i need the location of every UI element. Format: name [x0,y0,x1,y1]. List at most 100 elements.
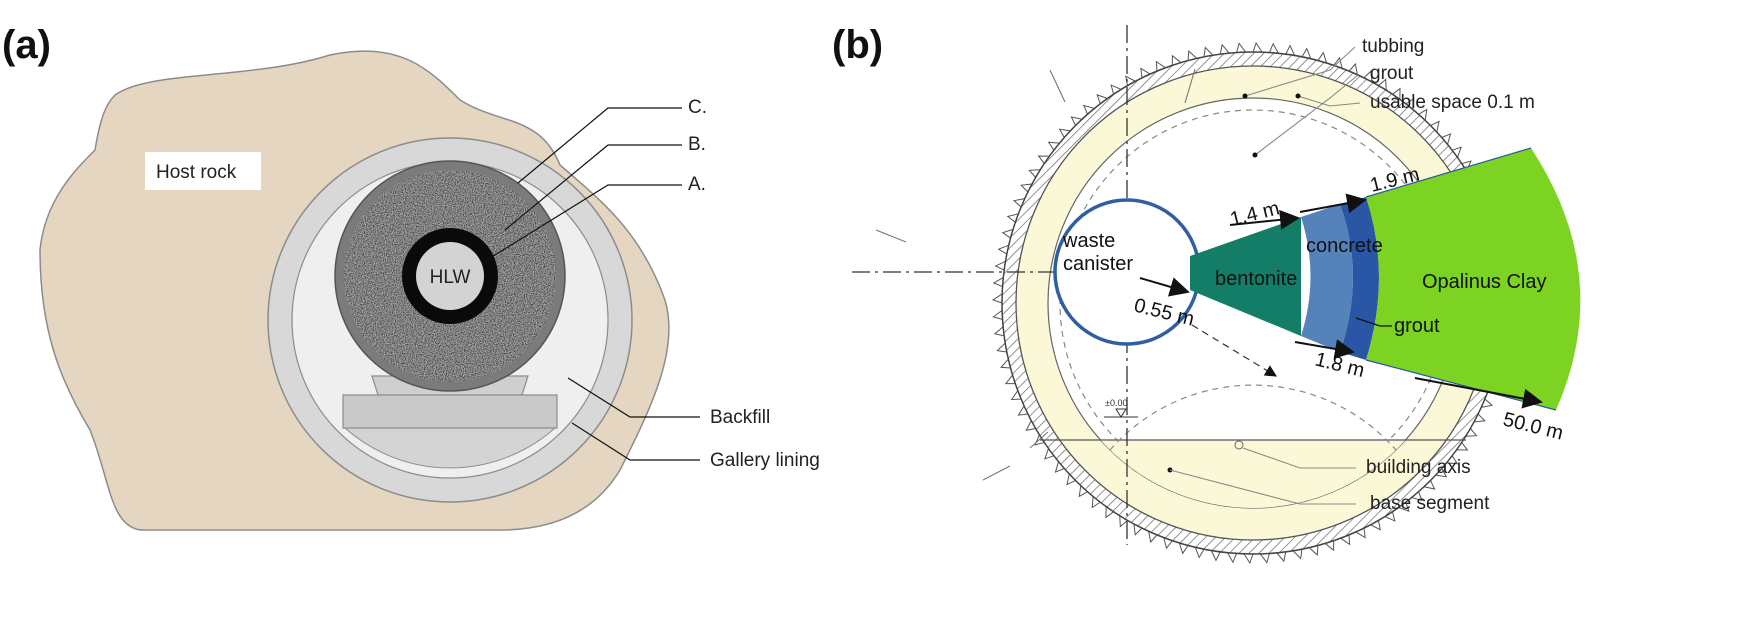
rock-tooth [1194,547,1205,559]
opalinus-clay-wedge [1366,148,1581,410]
usable-space-dot [1295,93,1301,99]
rock-tooth [1083,104,1095,115]
elevation-triangle [1115,408,1127,418]
rock-tooth [1010,390,1022,401]
rock-tooth [993,326,1005,337]
canister-label: canister [1063,253,1133,275]
rock-tooth [1370,520,1381,531]
panel-a-label: (a) [2,23,51,67]
rock-tooth [1340,534,1351,546]
rock-tooth [1148,531,1158,544]
rock-tooth [1119,515,1128,528]
rock-tooth [1405,97,1415,110]
rock-tooth [994,260,1006,271]
rock-tooth [1028,169,1041,178]
rock-tooth [1378,78,1387,91]
tubbing-label: tubbing [1362,36,1424,57]
concrete-wedge [1301,204,1353,352]
rock-tooth [1037,155,1050,164]
rock-tooth [1308,545,1319,556]
rock-tooth [992,309,1003,320]
backfill-leader [567,377,700,418]
callout-a-leader [481,184,682,264]
callout-a-label: A. [688,174,706,195]
rock-tooth [1034,434,1045,446]
usable-space-leader [1297,95,1361,107]
rock-tooth [991,293,1003,304]
callout-b-leader [504,144,682,231]
rock-tooth [1435,468,1448,478]
rock-tooth [1219,43,1230,55]
bentonite-label: bentonite [1215,268,1297,290]
rock-tooth [1203,46,1214,57]
gallery-lining-leader [571,422,700,461]
rock-tooth [1392,87,1401,100]
rock-tooth [1411,491,1423,502]
elevation-label: ±0.00 [1105,398,1127,408]
rock-tooth [1012,198,1025,208]
rock-tooth [1252,41,1263,53]
rock-tooth [1187,50,1198,61]
opalinus-label: Opalinus Clay [1422,271,1547,293]
rock-tooth [1456,442,1469,451]
segment-joints [875,68,1196,481]
rock-tooth [1236,42,1247,53]
gallery-lining-label: Gallery lining [710,450,820,471]
rock-tooth [1004,374,1016,385]
rock-tooth [1333,56,1343,69]
rock-tooth [996,342,1007,353]
rock-tooth [1276,551,1287,563]
rock-tooth [1054,461,1065,473]
rock-tooth [1058,128,1071,138]
rock-tooth [1001,228,1014,239]
waste-label: waste [1062,230,1115,252]
rock-tooth [1441,133,1452,145]
rock-tooth [1078,485,1088,498]
base-segment-label: base segment [1370,493,1490,514]
rock-tooth [1163,537,1173,550]
tubbing-leader [1244,46,1356,97]
rock-tooth [1210,550,1221,562]
bentonite-wedge [1190,217,1301,336]
rock-tooth [1140,67,1151,78]
grout-wedge [1340,197,1379,360]
radius-18-arrow [1294,339,1355,359]
rock-tooth [1481,398,1494,408]
usable-space-label: usable space 0.1 m [1370,92,1535,113]
radius-055-arrow [1139,277,1190,297]
rock-tooth [1006,213,1019,223]
concrete-label: concrete [1306,235,1383,257]
hlw-core [416,242,484,310]
building-axis-mark [1234,440,1244,450]
rock-tooth [1044,448,1055,460]
rock-tooth [1348,62,1358,75]
rock-tooth [1125,75,1136,86]
rock-tooth [1178,542,1189,555]
rock-tooth [1047,141,1060,151]
rock-tooth [1473,413,1486,423]
rock-tooth [1451,146,1462,158]
host-rock-label-box [145,152,261,190]
rock-tooth [1268,42,1279,54]
building-axis-leader [1242,447,1356,469]
radius-19-arrow [1299,193,1367,214]
rock-tooth [1091,496,1101,509]
radius-50-label: 50.0 m [1501,409,1566,445]
callout-b-label: B. [688,134,706,155]
rock-tooth [1096,94,1108,105]
rock-tooth [1317,51,1328,64]
backfill-label: Backfill [710,407,770,428]
rock-tooth [1105,506,1114,519]
rock-tooth [1133,523,1143,536]
rock-tooth [1025,420,1036,431]
rock-tooth [1301,47,1312,59]
callout-c-leader [517,107,682,184]
support-block [342,394,558,429]
rock-tooth [1110,84,1122,95]
hlw-label: HLW [430,267,471,288]
rock-tooth [1227,552,1238,564]
rock-tooth [1285,44,1296,56]
rock-tooth [1355,528,1366,539]
grout-top-label: grout [1370,63,1414,84]
